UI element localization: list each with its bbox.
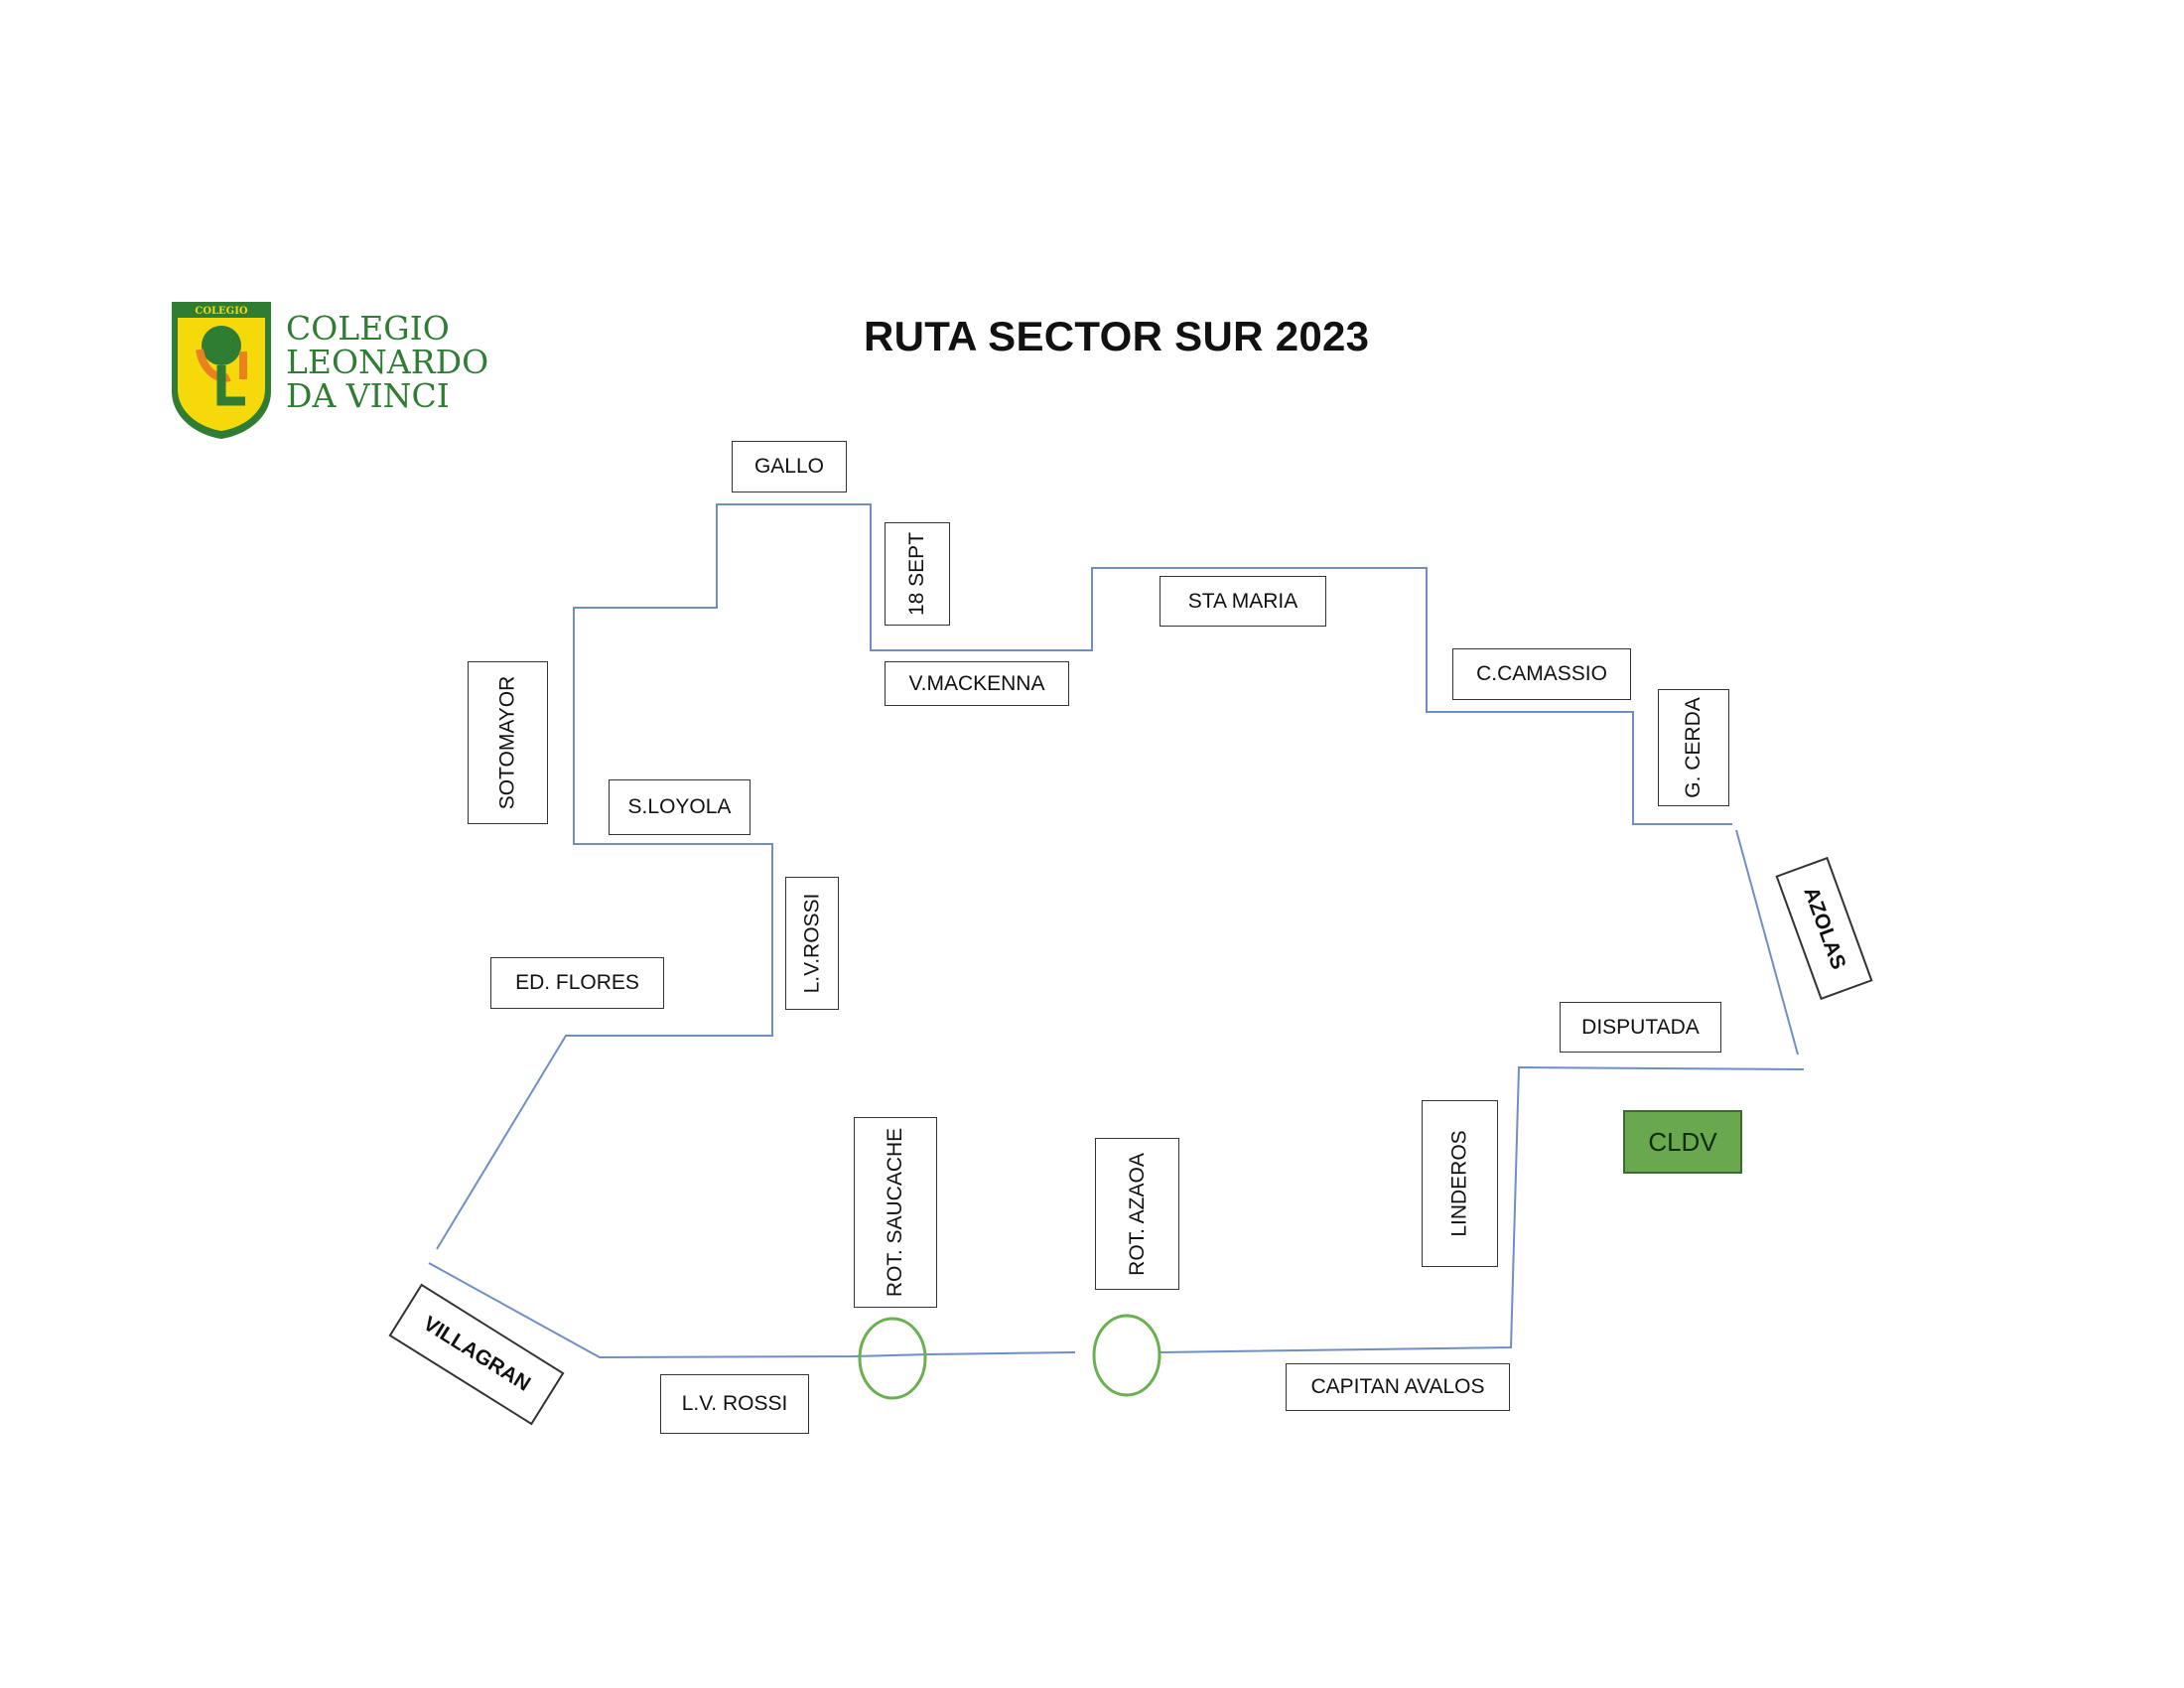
route-rossi-segment bbox=[428, 1262, 1076, 1359]
street-label-disputada: DISPUTADA bbox=[1560, 1002, 1721, 1053]
street-name: LINDEROS bbox=[1447, 1130, 1471, 1237]
street-name: L.V. ROSSI bbox=[681, 1392, 788, 1415]
street-label-ed-flores: ED. FLORES bbox=[490, 957, 664, 1009]
school-shield-icon: COLEGIO bbox=[172, 302, 271, 439]
street-name: ROT. AZAOA bbox=[1125, 1152, 1149, 1276]
street-label-rot-azaoa: ROT. AZAOA bbox=[1095, 1138, 1179, 1290]
street-label-s-loyola: S.LOYOLA bbox=[609, 779, 751, 835]
route-disputada-segment bbox=[1159, 1065, 1805, 1353]
route-azolas-segment bbox=[1735, 829, 1799, 1055]
street-name: GALLO bbox=[753, 455, 825, 478]
street-name: ED. FLORES bbox=[515, 971, 639, 994]
roundabout-saucache bbox=[858, 1317, 927, 1400]
destination-cldv-marker: CLDV bbox=[1623, 1110, 1742, 1174]
street-label-rot-saucache: ROT. SAUCACHE bbox=[854, 1117, 937, 1308]
school-name-line-1: COLEGIO bbox=[286, 309, 450, 348]
street-name: ROT. SAUCACHE bbox=[884, 1127, 907, 1298]
street-name: STA MARIA bbox=[1187, 589, 1298, 613]
street-label-capitan-avalos: CAPITAN AVALOS bbox=[1286, 1363, 1510, 1411]
street-name: DISPUTADA bbox=[1581, 1015, 1700, 1039]
street-name: V.MACKENNA bbox=[908, 671, 1045, 695]
street-name: G. CERDA bbox=[1682, 697, 1706, 798]
street-label-18-sept: 18 SEPT bbox=[885, 522, 950, 626]
street-label-g-cerda: G. CERDA bbox=[1658, 689, 1729, 806]
street-name: L.V.ROSSI bbox=[800, 893, 823, 994]
school-logo: COLEGIO COLEGIO LEONARDO DA VINCI bbox=[170, 300, 488, 449]
street-name: C.CAMASSIO bbox=[1476, 662, 1607, 685]
street-label-gallo: GALLO bbox=[732, 441, 847, 492]
street-label-linderos: LINDEROS bbox=[1422, 1100, 1498, 1267]
street-name: AZOLAS bbox=[1799, 884, 1850, 973]
route-north-segment bbox=[436, 503, 1732, 1250]
school-name-line-3: DA VINCI bbox=[286, 376, 450, 415]
street-label-sta-maria: STA MARIA bbox=[1160, 576, 1326, 627]
street-label-v-mackenna: V.MACKENNA bbox=[885, 661, 1069, 706]
school-name-line-2: LEONARDO bbox=[286, 343, 489, 381]
street-label-c-camassio: C.CAMASSIO bbox=[1452, 648, 1631, 700]
roundabout-azaoa bbox=[1092, 1314, 1161, 1397]
street-name: 18 SEPT bbox=[905, 531, 929, 617]
street-name: CAPITAN AVALOS bbox=[1310, 1375, 1485, 1398]
destination-label: CLDV bbox=[1648, 1126, 1717, 1157]
school-name: COLEGIO LEONARDO DA VINCI bbox=[286, 312, 488, 413]
street-name: SOTOMAYOR bbox=[495, 675, 519, 810]
street-label-lv-rossi-horizontal: L.V. ROSSI bbox=[660, 1374, 809, 1434]
map-title: RUTA SECTOR SUR 2023 bbox=[864, 313, 1370, 359]
street-label-sotomayor: SOTOMAYOR bbox=[468, 661, 548, 824]
street-name: S.LOYOLA bbox=[627, 795, 732, 818]
street-label-lv-rossi-vertical: L.V.ROSSI bbox=[785, 877, 839, 1010]
shield-top-text: COLEGIO bbox=[195, 306, 248, 317]
